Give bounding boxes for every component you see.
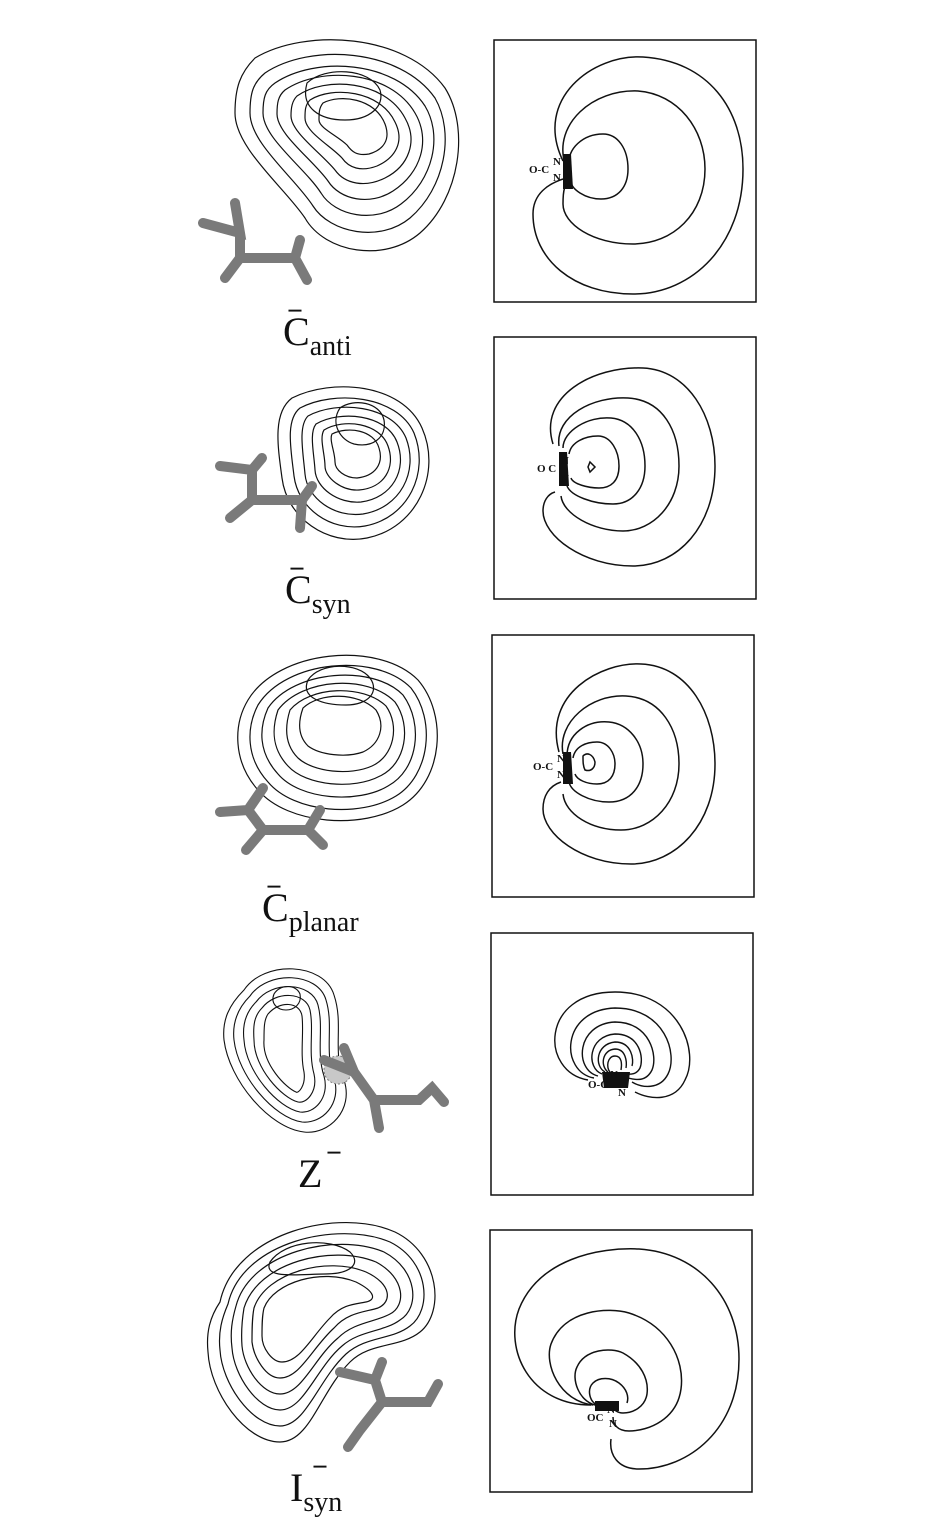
contour-plot-c-anti: O-C N N <box>493 39 757 303</box>
orbital-3d-c-planar <box>215 654 438 855</box>
caption-base: I <box>290 1465 304 1510</box>
contour-plot-i-syn: OC N N <box>489 1229 753 1493</box>
atom-label: N <box>609 1418 617 1430</box>
atom-label: N <box>561 473 569 485</box>
caption-charge: − <box>289 554 305 585</box>
caption-subscript: planar <box>288 907 359 938</box>
caption-subscript: syn <box>303 1487 343 1518</box>
caption-base: Z <box>298 1151 323 1196</box>
caption-charge: − <box>312 1452 328 1483</box>
atom-label: O C <box>537 463 556 475</box>
atom-label: OC <box>587 1412 604 1424</box>
atom-label: N <box>607 1404 615 1416</box>
caption-subscript: anti <box>309 331 352 362</box>
caption-c-planar: C−planar <box>262 874 359 937</box>
contour-plot-c-syn: O C N N <box>493 336 757 600</box>
caption-charge: − <box>287 296 303 327</box>
atom-label: N <box>557 753 565 765</box>
caption-i-syn: I− syn <box>290 1454 342 1517</box>
contour-plot-c-planar: O-C N N <box>491 634 755 898</box>
caption-base: C <box>285 567 312 612</box>
caption-charge: − <box>326 1138 342 1169</box>
contour-plot-z: O-C N N <box>490 932 754 1196</box>
atom-label: N <box>618 1087 626 1099</box>
atom-label: O-C <box>533 761 553 773</box>
atom-label: O-C <box>588 1079 608 1091</box>
atom-label: N <box>557 769 565 781</box>
atom-label: N <box>553 172 561 184</box>
caption-subscript: syn <box>311 589 351 620</box>
caption-base: C <box>283 309 310 354</box>
atom-label: N <box>561 455 569 467</box>
atom-label: N <box>553 156 561 168</box>
caption-charge: − <box>266 872 282 903</box>
atom-label: O-C <box>529 164 549 176</box>
caption-base: C <box>262 885 289 930</box>
caption-c-syn: C−syn <box>285 556 351 619</box>
orbital-3d-c-anti <box>198 39 460 285</box>
orbital-3d-i-syn <box>206 1221 443 1452</box>
orbital-3d-c-syn <box>215 386 430 540</box>
orbital-3d-z <box>223 968 449 1133</box>
caption-c-anti: C−anti <box>283 298 352 361</box>
atom-label: N <box>610 1069 618 1081</box>
caption-z: Z− <box>298 1140 342 1196</box>
